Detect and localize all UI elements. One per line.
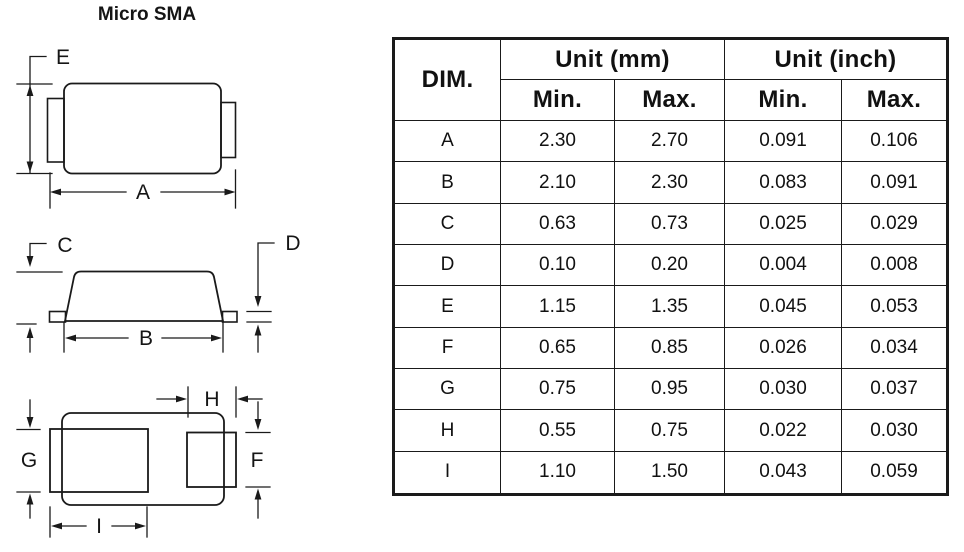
value-cell: 0.008 [840,244,949,287]
value-cell: 1.10 [500,450,615,496]
header-unit-mm: Unit (mm) [500,38,725,80]
value-cell: 0.025 [724,202,842,246]
value-cell: 1.15 [500,285,615,328]
table-row: B 2.10 2.30 0.083 0.091 [393,161,949,204]
dim-a: A [49,169,237,209]
value-cell: 2.70 [614,119,725,163]
dim-i: I [49,506,148,538]
dim-b-label: B [139,327,153,350]
bottom-view-left-pad [49,428,149,493]
drawing-title: Micro SMA [98,4,196,25]
table-row: C 0.63 0.73 0.025 0.029 [393,202,949,246]
value-cell: 0.053 [840,285,949,328]
dim-g: G [16,399,41,519]
value-cell: 0.95 [614,368,725,411]
dim-d: D [246,232,301,353]
dim-i-label: I [96,515,102,538]
value-cell: 0.030 [724,368,842,411]
side-view-right-lead [221,310,238,323]
value-cell: 0.022 [724,409,842,452]
table-row: G 0.75 0.95 0.030 0.037 [393,368,949,411]
value-cell: 0.106 [840,119,949,163]
package-drawing: Micro SMA E A [16,4,301,538]
side-view-left-lead [48,310,67,323]
table-row: H 0.55 0.75 0.022 0.030 [393,409,949,452]
value-cell: 0.75 [614,409,725,452]
dim-c: C [16,234,73,353]
header-inch-min: Min. [724,79,842,121]
dim-a-label: A [136,181,150,204]
value-cell: 0.083 [724,161,842,204]
side-view: C B D [16,232,301,353]
value-cell: 0.029 [840,202,949,246]
value-cell: 0.55 [500,409,615,452]
value-cell: 2.30 [500,119,615,163]
dim-h-label: H [204,388,219,411]
value-cell: 2.10 [500,161,615,204]
top-view-right-tab [220,101,237,159]
top-view-left-tab [46,97,65,163]
dim-f-label: F [251,449,264,472]
value-cell: 0.045 [724,285,842,328]
dim-cell: B [393,161,501,204]
dim-c-label: C [57,234,72,257]
dim-cell: C [393,202,501,246]
header-inch-max: Max. [840,79,949,121]
value-cell: 0.037 [840,368,949,411]
value-cell: 1.35 [614,285,725,328]
top-view-body [63,82,222,175]
header-unit-inch: Unit (inch) [723,38,949,80]
value-cell: 0.85 [614,326,725,370]
value-cell: 0.043 [724,450,842,496]
dim-cell: H [393,409,501,452]
top-view: E A [16,46,237,209]
value-cell: 0.20 [614,244,725,287]
table-row: E 1.15 1.35 0.045 0.053 [393,285,949,328]
side-view-body [63,270,225,322]
value-cell: 0.091 [840,161,949,204]
dim-g-label: G [21,449,37,472]
dim-cell: E [393,285,501,328]
value-cell: 0.059 [840,450,949,496]
dimension-table: DIM. Unit (mm) Unit (inch) Min. Max. Min… [392,37,950,496]
dim-cell: G [393,368,501,411]
value-cell: 0.026 [724,326,842,370]
dim-b: B [63,322,224,353]
table-row: D 0.10 0.20 0.004 0.008 [393,244,949,287]
dim-cell: A [393,119,501,163]
value-cell: 0.65 [500,326,615,370]
header-mm-min: Min. [500,79,615,121]
bottom-view-outline [61,412,225,506]
value-cell: 0.63 [500,202,615,246]
header-dim: DIM. [393,38,501,121]
value-cell: 0.75 [500,368,615,411]
value-cell: 0.004 [724,244,842,287]
dim-h: H [156,386,263,418]
dim-cell: F [393,326,501,370]
value-cell: 2.30 [614,161,725,204]
value-cell: 0.091 [724,119,842,163]
dim-d-label: D [285,232,300,255]
bottom-view: H G F I [16,386,271,538]
value-cell: 0.10 [500,244,615,287]
value-cell: 0.030 [840,409,949,452]
dim-cell: I [393,450,501,496]
dim-f: F [245,401,271,519]
table-row: A 2.30 2.70 0.091 0.106 [393,119,949,163]
value-cell: 0.73 [614,202,725,246]
dim-e-label: E [56,46,70,69]
bottom-view-right-pad [186,431,237,488]
dim-cell: D [393,244,501,287]
value-cell: 0.034 [840,326,949,370]
table-row: F 0.65 0.85 0.026 0.034 [393,326,949,370]
table-row: I 1.10 1.50 0.043 0.059 [393,450,949,496]
dim-e: E [16,46,70,175]
header-mm-max: Max. [614,79,725,121]
value-cell: 1.50 [614,450,725,496]
